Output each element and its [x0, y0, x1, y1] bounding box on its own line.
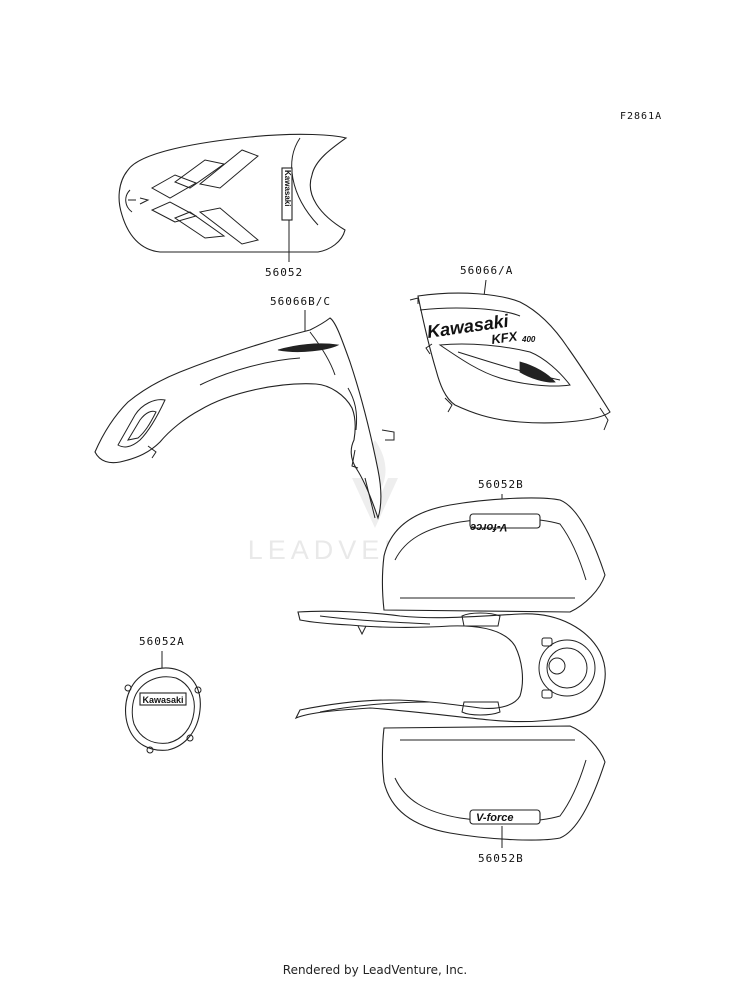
part-label-56052: 56052	[265, 266, 303, 279]
front-fender-side	[94, 317, 395, 520]
part-label-56066a: 56066/A	[460, 264, 513, 277]
model-suffix-decal-text: 400	[521, 335, 536, 344]
part-label-56052b-lower: 56052B	[478, 852, 524, 865]
engine-kawasaki-text: Kawasaki	[142, 695, 183, 705]
front-fender-top: Kawasaki	[118, 133, 348, 262]
side-cover: Kawasaki KFX 400	[409, 292, 611, 431]
part-label-56066bc: 56066B/C	[270, 295, 331, 308]
vforce-lower-text: V-force	[476, 812, 514, 824]
footer-credit: Rendered by LeadVenture, Inc.	[282, 963, 468, 977]
rear-fender: V-force V-force	[294, 497, 606, 841]
brand-vertical-text: Kawasaki	[283, 170, 292, 206]
brand-vertical-decal	[281, 167, 293, 221]
part-label-56052b-upper: 56052B	[478, 478, 524, 491]
engine-kawasaki-decal	[139, 692, 187, 706]
model-decal-text: KFX	[490, 328, 519, 347]
part-label-56052a: 56052A	[139, 635, 185, 648]
vforce-upper-decal	[469, 513, 541, 529]
vforce-upper-text: V-force	[470, 521, 508, 533]
vforce-lower-decal	[469, 809, 541, 825]
diagram-code: F2861A	[620, 111, 662, 122]
engine-cover: Kawasaki	[124, 667, 202, 754]
